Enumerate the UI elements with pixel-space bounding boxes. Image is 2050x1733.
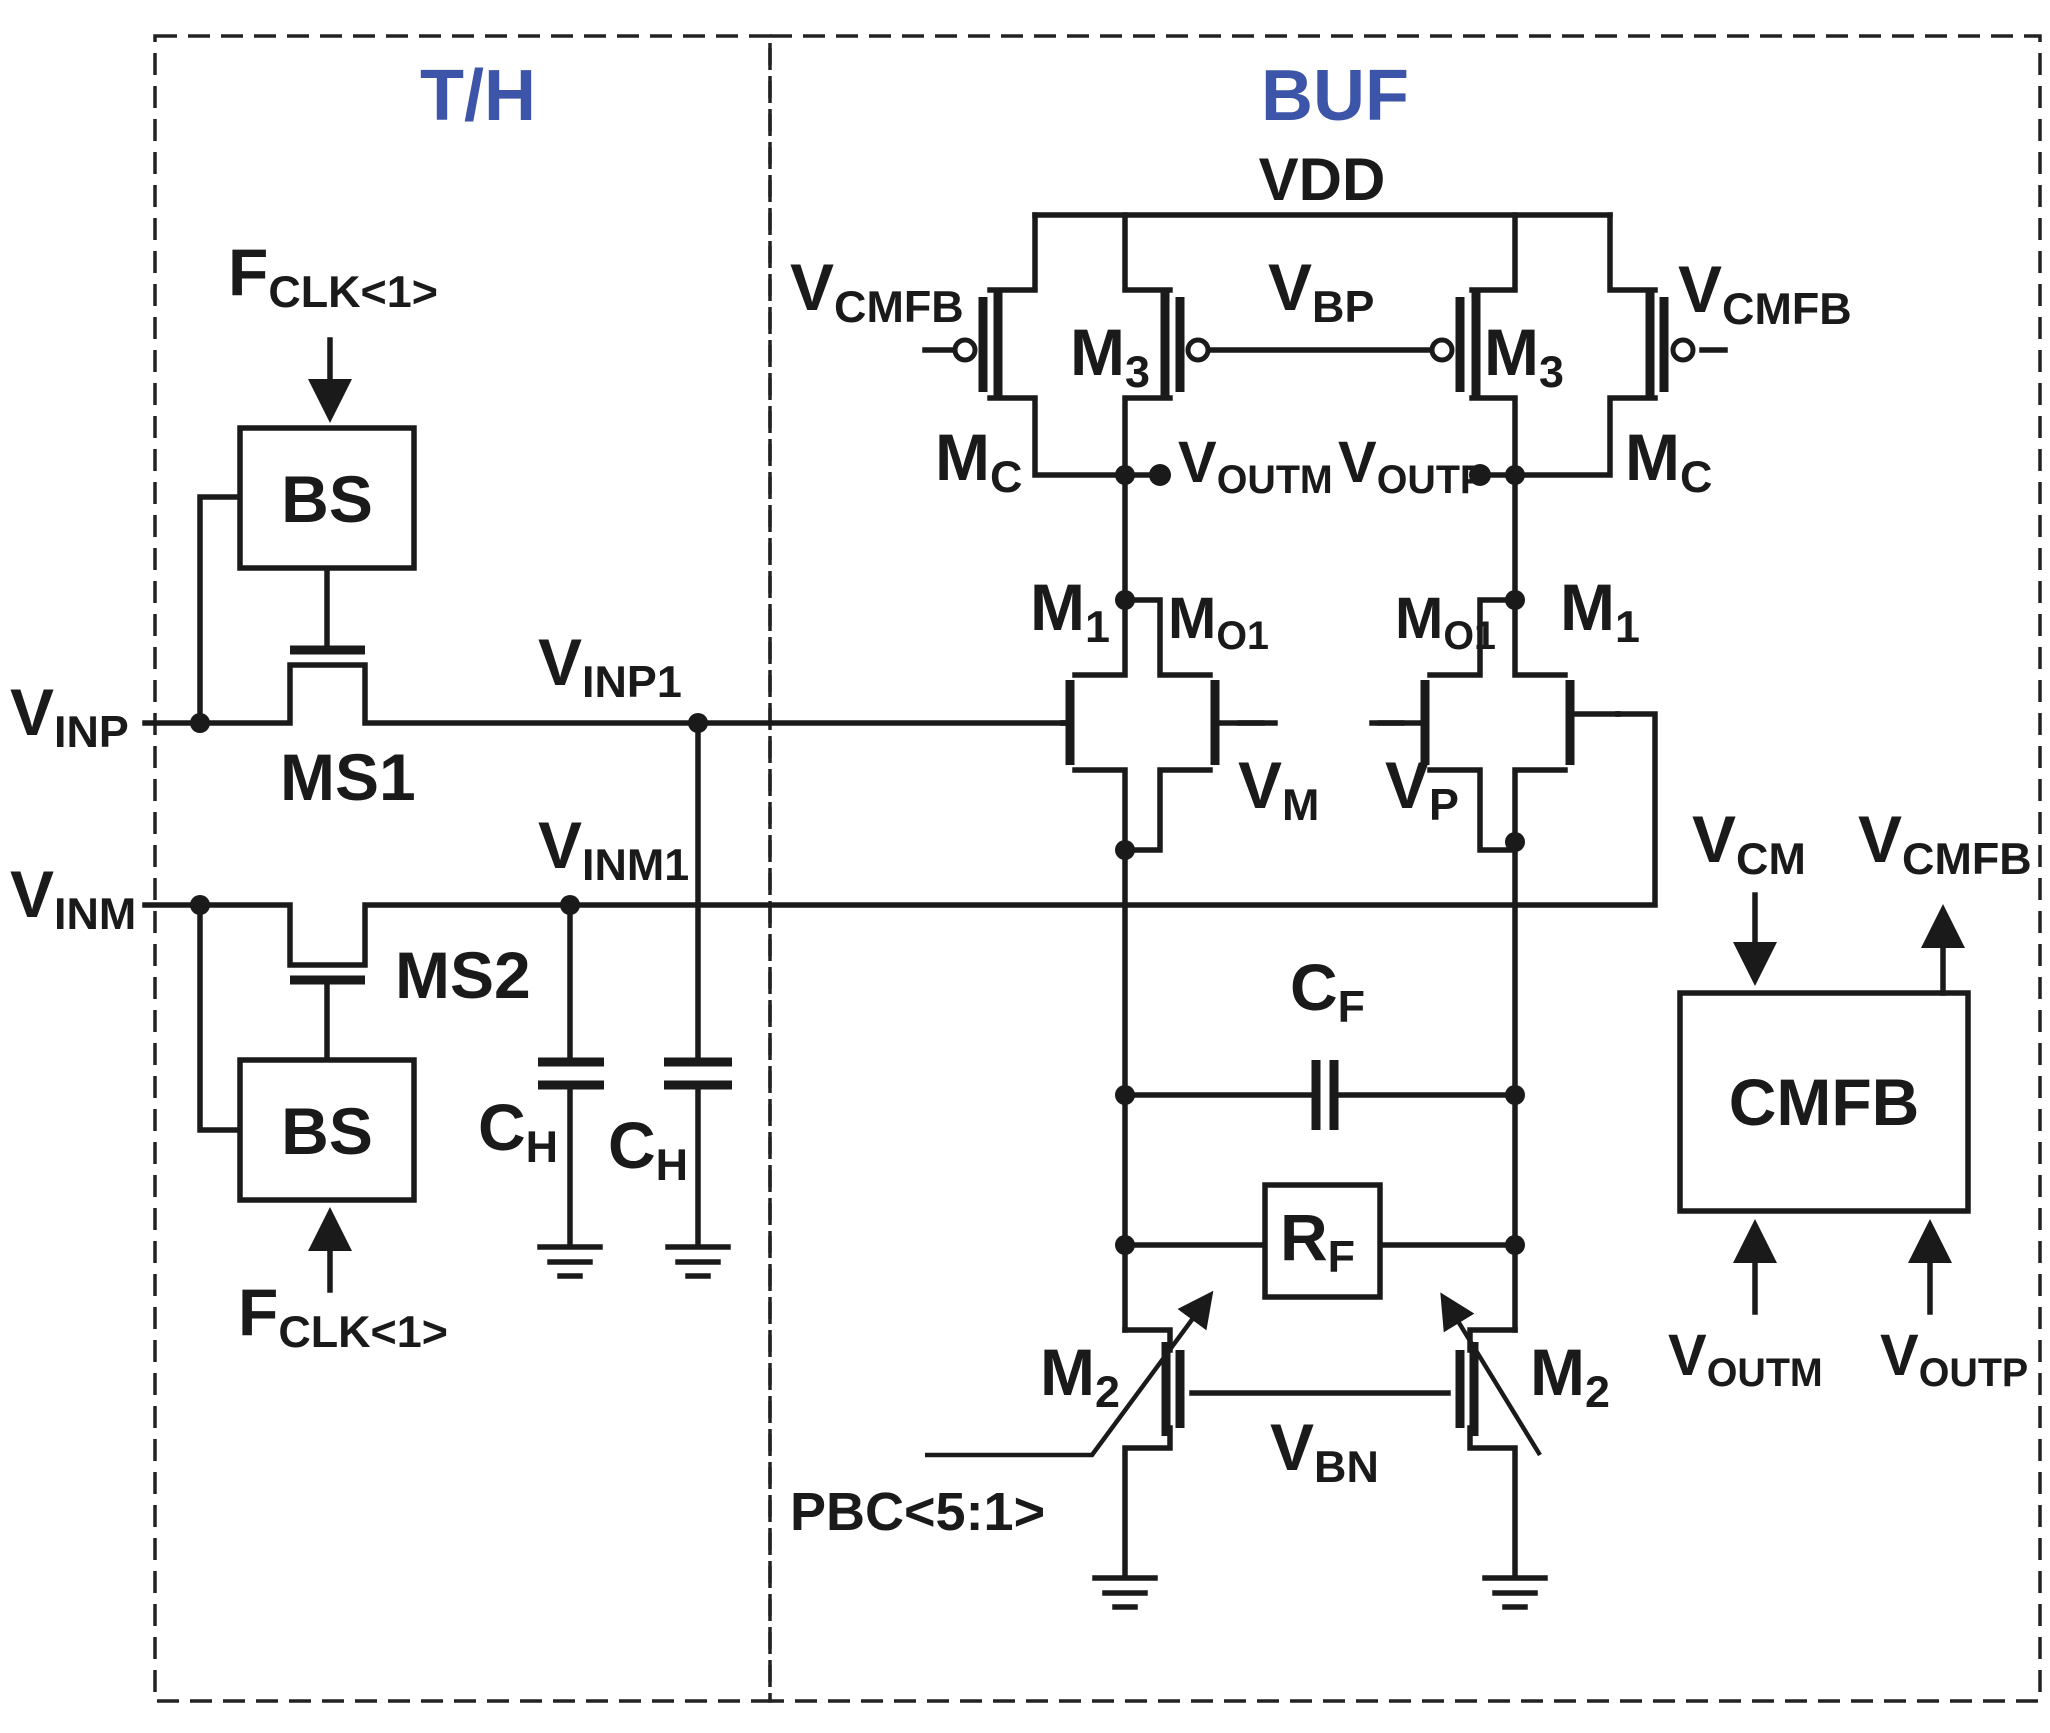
bs-bottom-block <box>237 1057 417 1203</box>
node-dot <box>688 713 708 733</box>
node-dot <box>1505 1235 1525 1255</box>
m2-left-label: M2 <box>1040 1335 1120 1417</box>
node-dot <box>1115 1235 1135 1255</box>
m2-right-label: M2 <box>1530 1335 1610 1417</box>
ch-left-capacitor <box>538 1057 604 1090</box>
node-dot <box>560 895 580 915</box>
voutm-cmfb-label: VOUTM <box>1668 1323 1823 1395</box>
bs-top-label: BS <box>281 462 373 536</box>
cf-label: CF <box>1290 950 1365 1032</box>
node-dot <box>190 713 210 733</box>
node-dot <box>1115 840 1135 860</box>
vcmfb-right-label: VCMFB <box>1678 252 1852 334</box>
ground-icon <box>1482 1575 1548 1610</box>
mo1-left-label: MO1 <box>1168 586 1269 658</box>
ch-right-capacitor <box>664 1057 732 1090</box>
mc-right-bubble <box>1670 337 1696 363</box>
vm-label: VM <box>1238 748 1319 830</box>
vdd-label: VDD <box>1259 146 1386 213</box>
vinp1-label: VINP1 <box>538 625 682 707</box>
vbp-label: VBP <box>1268 250 1374 332</box>
th-wiring <box>142 494 1658 1248</box>
mc-left-label: MC <box>935 420 1022 502</box>
bs-bottom-label: BS <box>281 1094 373 1168</box>
ms2-label: MS2 <box>395 938 531 1012</box>
cmfb-block <box>1677 990 1971 1214</box>
voutm-terminal <box>1149 464 1171 486</box>
vinm1-label: VINM1 <box>538 808 689 890</box>
node-dot <box>1115 1085 1135 1105</box>
pbc-arrow-right <box>1440 1292 1542 1457</box>
voutp-cmfb-label: VOUTP <box>1880 1323 2028 1395</box>
pbc-arrow-left <box>925 1290 1214 1458</box>
ground-icon <box>1092 1575 1158 1610</box>
mc-left-bubble <box>952 337 978 363</box>
ground-icon <box>665 1244 731 1279</box>
buf-section-border <box>768 34 2042 1703</box>
bs-top-block <box>237 425 417 571</box>
mo1-right-label: MO1 <box>1395 586 1496 658</box>
ch-left-label: CH <box>478 1090 558 1172</box>
th-section-title: T/H <box>420 56 536 136</box>
vcmfb-left-label: VCMFB <box>790 250 964 332</box>
m3-left-label: M3 <box>1070 315 1150 397</box>
vinm-label: VINM <box>10 857 136 939</box>
fclk-top-label: FCLK<1> <box>228 235 438 317</box>
pbc-label: PBC<5:1> <box>790 1482 1045 1542</box>
rf-resistor <box>1262 1182 1383 1300</box>
m3-right-label: M3 <box>1484 315 1564 397</box>
rf-label: RF <box>1280 1200 1355 1282</box>
vcmfb-out-label: VCMFB <box>1858 802 2032 884</box>
cmfb-label: CMFB <box>1729 1065 1920 1139</box>
vcm-label: VCM <box>1692 802 1806 884</box>
node-dot <box>1505 590 1525 610</box>
ground-icon <box>537 1244 603 1279</box>
vinp-label: VINP <box>10 675 129 757</box>
node-dot <box>1505 465 1525 485</box>
vp-label: VP <box>1385 748 1459 830</box>
m1-gate-wires <box>1060 711 1621 726</box>
fclk-bottom-label: FCLK<1> <box>238 1275 448 1357</box>
m3-left-bubble <box>1185 337 1211 363</box>
th-section-border <box>153 34 772 1703</box>
ms1-label: MS1 <box>280 740 416 814</box>
node-dot <box>190 895 210 915</box>
ch-right-label: CH <box>608 1108 688 1190</box>
node-dot <box>1505 832 1525 852</box>
vbn-label: VBN <box>1270 1410 1379 1492</box>
m1-right-label: M1 <box>1560 570 1640 652</box>
mc-right-label: MC <box>1625 420 1712 502</box>
cf-capacitor <box>1311 1060 1339 1130</box>
voutp-terminal <box>1469 464 1491 486</box>
buf-section-title: BUF <box>1261 56 1409 136</box>
node-dot <box>1115 590 1135 610</box>
node-dot <box>1505 1085 1525 1105</box>
voutp-label: VOUTP <box>1338 430 1486 502</box>
m1-left-label: M1 <box>1030 570 1110 652</box>
node-dot <box>1115 465 1135 485</box>
voutm-label: VOUTM <box>1178 430 1333 502</box>
m3-right-bubble <box>1429 337 1455 363</box>
